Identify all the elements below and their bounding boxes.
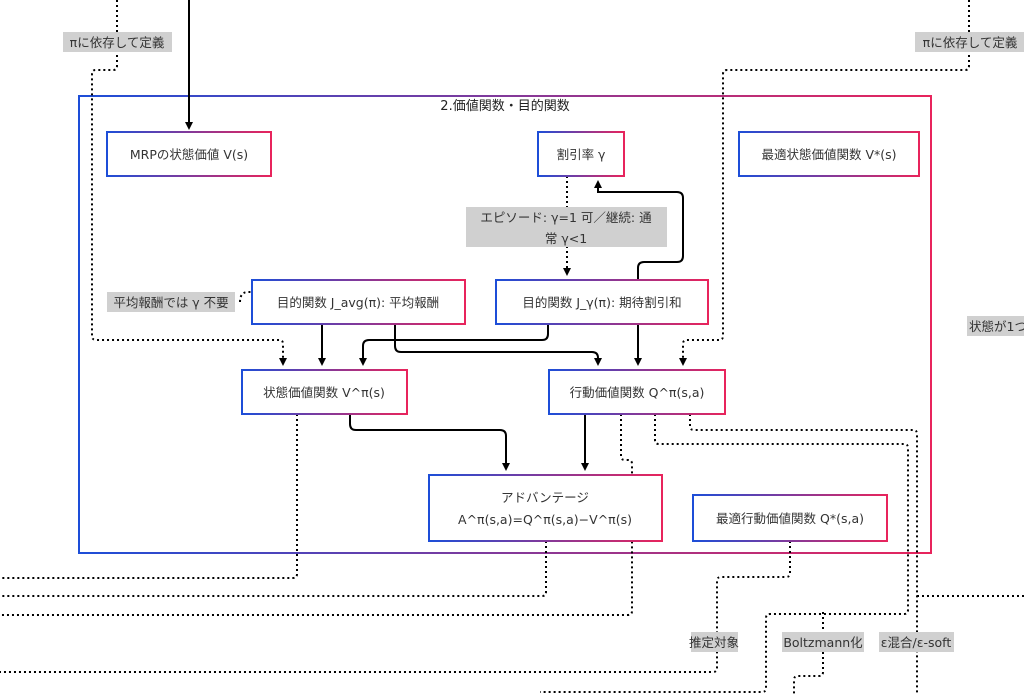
node-discount-rate[interactable]: 割引率 γ: [537, 131, 625, 177]
edge-pi-dep-right: [679, 0, 970, 366]
svg-text:πに依存して定義: πに依存して定義: [70, 35, 165, 50]
svg-text:πに依存して定義: πに依存して定義: [923, 35, 1018, 50]
svg-text:エピソード: γ=1 可／継続: 通: エピソード: γ=1 可／継続: 通: [480, 210, 652, 225]
edge-jgamma-to-vpi: [359, 324, 549, 366]
edge-qstar-out: [0, 541, 791, 673]
edge-qpi-out-2: [540, 414, 909, 693]
node-objective-jgamma[interactable]: 目的関数 J_γ(π): 期待割引和: [495, 279, 709, 325]
node-state-value-vpi[interactable]: 状態価値関数 V^π(s): [241, 369, 408, 415]
node-label: 最適行動価値関数 Q*(s,a): [716, 511, 864, 526]
edge-jgamma-to-gamma: [594, 180, 684, 280]
edge-vpi-to-adv: [349, 414, 510, 471]
edges-solid: [185, 0, 684, 471]
svg-text:状態が1つ: 状態が1つ: [969, 319, 1024, 334]
label-episode: エピソード: γ=1 可／継続: 通 常 γ<1: [466, 207, 667, 247]
node-label: MRPの状態価値 V(s): [130, 147, 248, 162]
node-action-value-qpi[interactable]: 行動価値関数 Q^π(s,a): [548, 369, 726, 415]
node-label: 目的関数 J_avg(π): 平均報酬: [277, 295, 439, 310]
edge-pi-dep-left: [91, 0, 287, 366]
node-label-line2: A^π(s,a)=Q^π(s,a)−V^π(s): [458, 512, 632, 527]
label-single-state: 状態が1つ: [967, 316, 1024, 336]
svg-text:ε混合/ε-soft: ε混合/ε-soft: [881, 635, 952, 650]
node-optimal-state-value[interactable]: 最適状態価値関数 V*(s): [738, 131, 920, 177]
label-pi-dep-right: πに依存して定義: [915, 32, 1024, 52]
node-label: 目的関数 J_γ(π): 期待割引和: [522, 295, 681, 310]
edge-adv-out: [0, 541, 547, 597]
node-advantage[interactable]: アドバンテージ A^π(s,a)=Q^π(s,a)−V^π(s): [428, 474, 663, 542]
label-eps-mix: ε混合/ε-soft: [879, 632, 954, 652]
cluster-value-functions: 2.価値関数・目的関数: [78, 95, 932, 554]
label-pi-dep-left: πに依存して定義: [63, 32, 172, 52]
node-label: 状態価値関数 V^π(s): [263, 385, 385, 400]
node-label-line1: アドバンテージ: [501, 490, 589, 505]
edge-javg-to-qpi: [394, 324, 602, 366]
label-avg-no-gamma: 平均報酬では γ 不要: [107, 292, 235, 312]
node-mrp-state-value[interactable]: MRPの状態価値 V(s): [106, 131, 272, 177]
node-label: 最適状態価値関数 V*(s): [761, 147, 896, 162]
node-optimal-action-value[interactable]: 最適行動価値関数 Q*(s,a): [692, 494, 888, 542]
node-label: 行動価値関数 Q^π(s,a): [570, 385, 705, 400]
label-boltzmann: Boltzmann化: [782, 632, 864, 652]
svg-text:平均報酬では γ 不要: 平均報酬では γ 不要: [113, 295, 228, 310]
edge-avg-no-gamma: [239, 291, 254, 303]
svg-text:常 γ<1: 常 γ<1: [545, 231, 587, 246]
svg-text:推定対象: 推定対象: [689, 635, 739, 650]
svg-text:Boltzmann化: Boltzmann化: [783, 635, 863, 650]
edge-boltzmann: [793, 612, 824, 694]
node-label: 割引率 γ: [557, 147, 606, 162]
label-estimate-target: 推定対象: [689, 632, 739, 652]
edge-vpi-out: [0, 414, 298, 579]
cluster-title: 2.価値関数・目的関数: [440, 98, 569, 114]
node-objective-javg[interactable]: 目的関数 J_avg(π): 平均報酬: [251, 279, 466, 325]
